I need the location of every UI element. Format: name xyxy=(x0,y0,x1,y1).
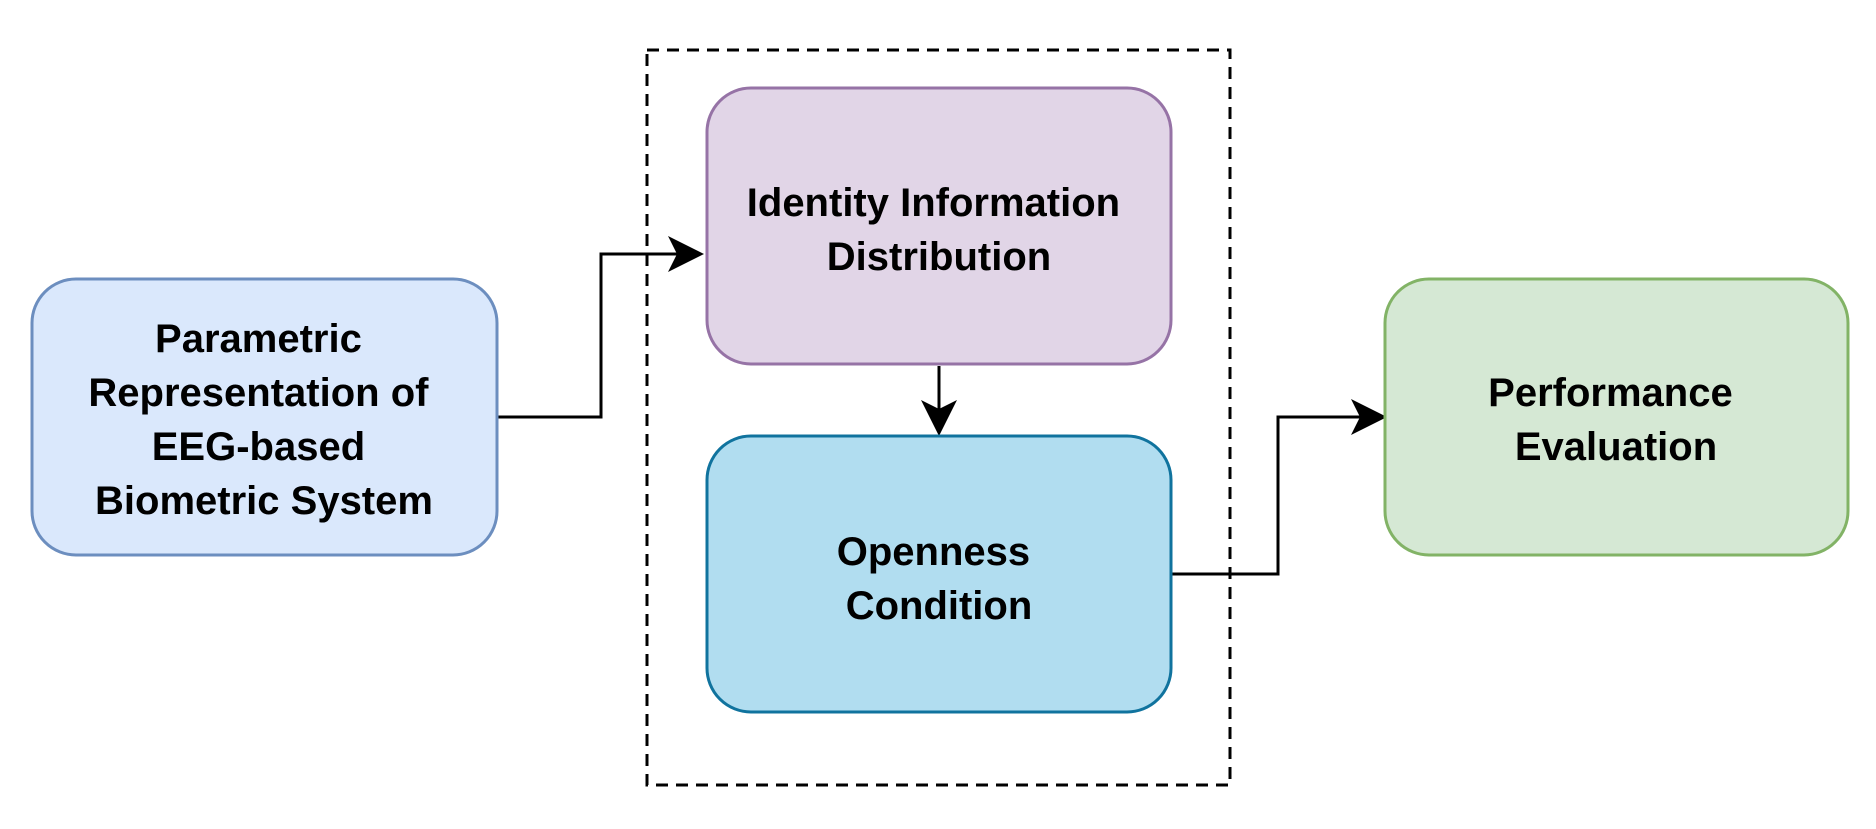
node-performance-box xyxy=(1385,279,1848,555)
node-parametric-representation: Parametric Representation of EEG-based B… xyxy=(30,277,499,557)
node-parametric-box xyxy=(32,279,497,555)
node-identity-box xyxy=(707,88,1171,364)
node-performance-label: Performance Evaluation xyxy=(1488,371,1744,469)
node-openness-condition: Openness Condition xyxy=(705,434,1173,714)
node-identity-information-distribution: Identity Information Distribution xyxy=(705,86,1173,366)
node-performance-line-2: Evaluation xyxy=(1515,425,1717,469)
node-parametric-label: Parametric Representation of EEG-based B… xyxy=(88,317,439,523)
node-identity-label: Identity Information Distribution xyxy=(747,181,1131,279)
node-performance-border xyxy=(1383,277,1850,557)
node-openness-line-1: Openness xyxy=(837,530,1030,574)
node-openness-border xyxy=(705,434,1173,714)
dashed-group-container xyxy=(645,48,1232,787)
node-openness-line-2: Condition xyxy=(846,584,1033,628)
node-parametric-line-2: Representation of xyxy=(88,371,429,415)
node-performance-evaluation: Performance Evaluation xyxy=(1383,277,1850,557)
node-parametric-line-1: Parametric xyxy=(155,317,362,361)
node-parametric-line-4: Biometric System xyxy=(95,479,433,523)
node-identity-line-2: Distribution xyxy=(827,235,1051,279)
node-openness-label: Openness Condition xyxy=(837,530,1042,628)
node-openness-box xyxy=(707,436,1171,712)
edge-parametric-to-identity xyxy=(497,236,704,419)
node-identity-border xyxy=(705,86,1173,366)
node-parametric-line-3: EEG-based xyxy=(152,425,365,469)
node-performance-line-1: Performance xyxy=(1488,371,1733,415)
node-parametric-border xyxy=(30,277,499,557)
edge-openness-to-performance xyxy=(1171,399,1387,576)
node-identity-line-1: Identity Information xyxy=(747,181,1120,225)
